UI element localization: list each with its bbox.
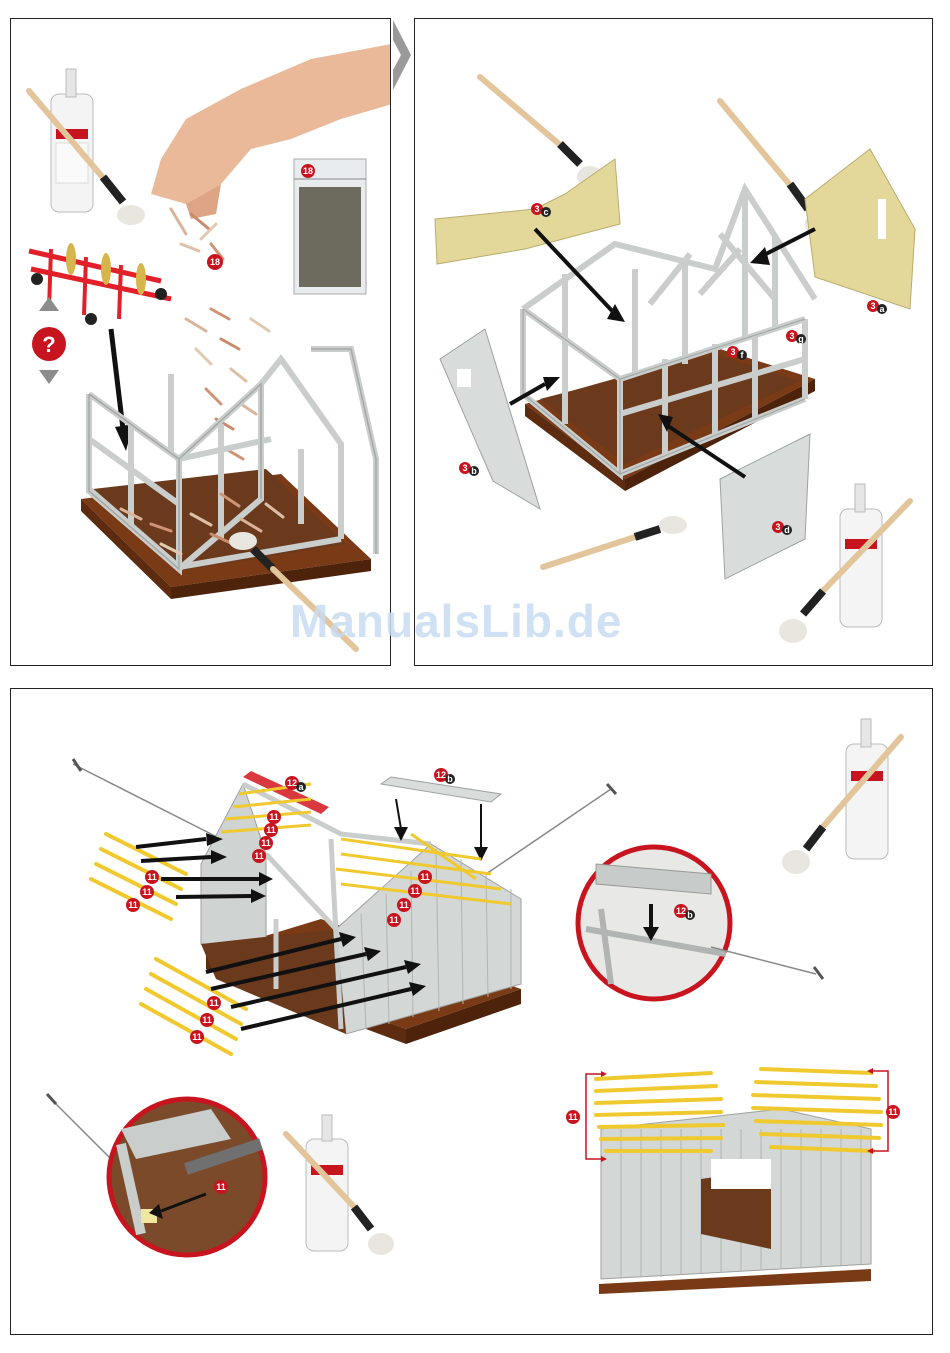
brush-icon: [480, 77, 603, 188]
svg-text:11: 11: [128, 900, 138, 910]
svg-text:12: 12: [436, 770, 446, 780]
watermark: ManualsLib.de: [290, 594, 622, 648]
svg-text:18: 18: [210, 257, 220, 267]
hammer-icon: [73, 759, 221, 839]
svg-text:g: g: [798, 334, 804, 344]
svg-text:18: 18: [303, 166, 313, 176]
step-panel-roof: 11 11 11 11 11 11 11 11 11 11 11 11 11 1…: [10, 688, 933, 1335]
svg-text:12: 12: [676, 906, 686, 916]
svg-text:11: 11: [269, 812, 279, 822]
house-frame-illustration: [81, 349, 376, 599]
svg-text:11: 11: [568, 1112, 578, 1122]
step-panel-debris: 18 18 ?: [10, 18, 391, 666]
svg-text:3: 3: [462, 463, 467, 473]
svg-text:12: 12: [287, 778, 297, 788]
wall-panel-3c: [435, 159, 620, 264]
wagon-chassis-icon: [29, 243, 171, 325]
pieces-badge: 18: [207, 254, 223, 270]
svg-text:3: 3: [730, 347, 735, 357]
next-page-arrow-icon: [391, 20, 413, 95]
svg-text:11: 11: [410, 886, 420, 896]
svg-text:11: 11: [399, 900, 409, 910]
svg-text:11: 11: [420, 872, 430, 882]
svg-text:b: b: [687, 910, 693, 920]
svg-text:3: 3: [775, 522, 780, 532]
svg-text:?: ?: [42, 332, 55, 357]
wall-panel-3d: [720, 434, 810, 579]
step-panel-walls: 3 c 3 a 3 g 3 f 3 b 3 d: [414, 18, 933, 666]
house-walls: [201, 784, 521, 1034]
svg-text:11: 11: [192, 1032, 202, 1042]
help-question-icon: ?: [32, 297, 66, 384]
svg-text:11: 11: [254, 851, 264, 861]
house-front-view: 11 11: [566, 1068, 900, 1294]
svg-text:11: 11: [147, 872, 157, 882]
svg-text:c: c: [543, 207, 548, 217]
svg-text:11: 11: [266, 825, 276, 835]
svg-text:11: 11: [202, 1015, 212, 1025]
svg-text:11: 11: [216, 1182, 226, 1192]
callout-12b: 12 b: [434, 768, 455, 784]
svg-text:3: 3: [789, 331, 794, 341]
svg-text:3: 3: [870, 301, 875, 311]
svg-text:b: b: [471, 466, 477, 476]
svg-text:d: d: [784, 525, 790, 535]
callout-3a: 3 a: [867, 300, 887, 314]
svg-text:11: 11: [261, 838, 271, 848]
parts-bag-icon: 18: [294, 159, 366, 294]
svg-text:11: 11: [389, 915, 399, 925]
svg-text:3: 3: [534, 204, 539, 214]
svg-text:11: 11: [142, 887, 152, 897]
svg-text:11: 11: [888, 1107, 898, 1117]
glue-bottle-icon: [306, 1115, 348, 1251]
detail-11: 11: [47, 1094, 265, 1255]
wall-panel-3a: [805, 149, 915, 309]
svg-text:b: b: [447, 774, 453, 784]
hammer-icon: [486, 784, 616, 874]
callout-3b: 3 b: [459, 462, 479, 476]
svg-text:11: 11: [209, 998, 219, 1008]
brush-icon: [543, 516, 687, 567]
